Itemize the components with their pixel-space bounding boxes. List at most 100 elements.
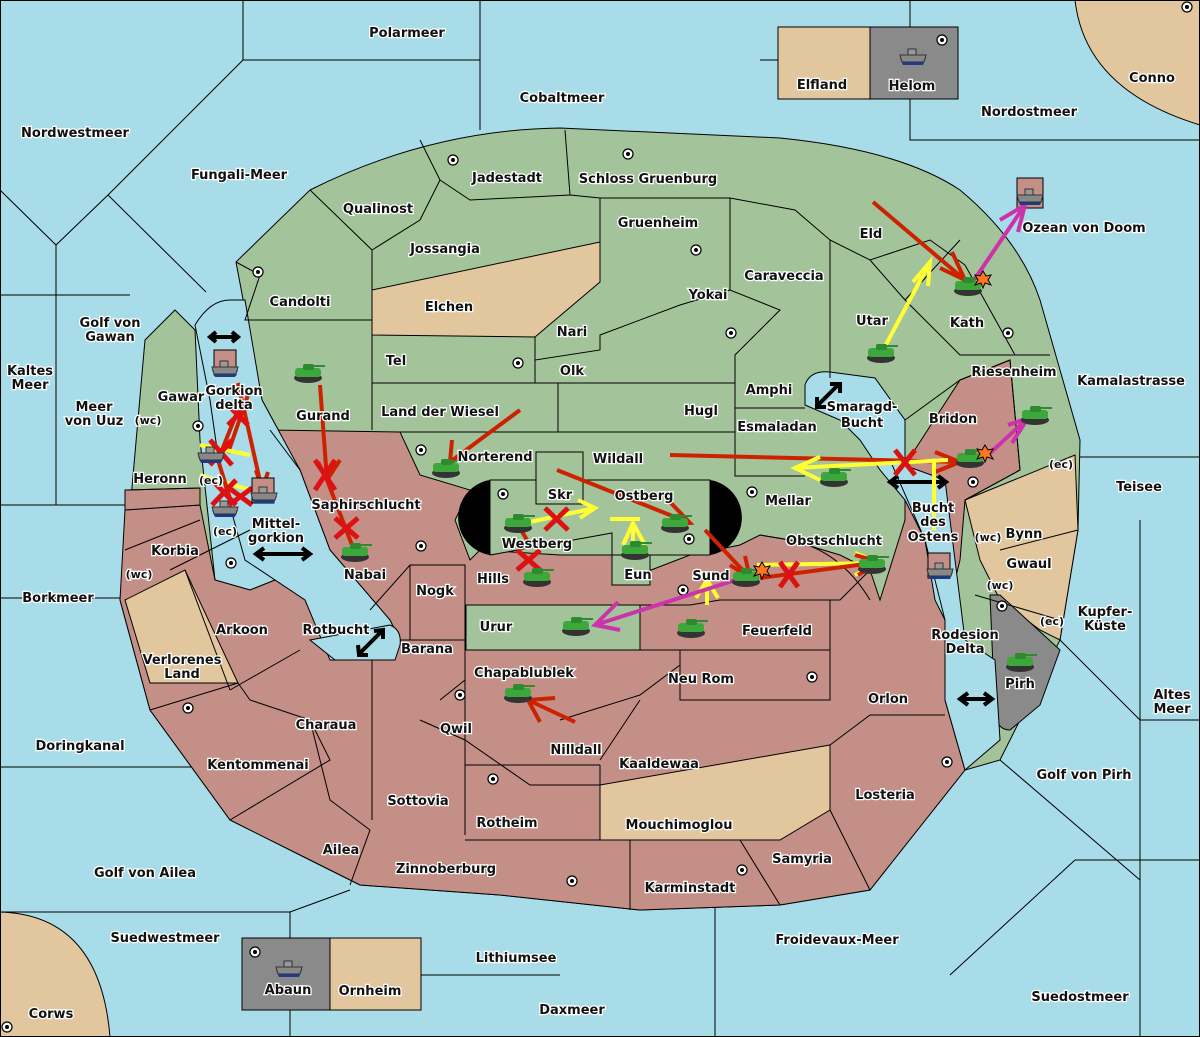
label-golfpirh: Golf von Pirh xyxy=(1036,768,1131,783)
label-ostberg: Ostberg xyxy=(615,489,674,504)
label-bynn-wc: (wc) xyxy=(975,531,1002,544)
label-nilldall: Nilldall xyxy=(550,743,601,758)
label-gawar-wc: (wc) xyxy=(135,414,162,427)
supply-center-icon xyxy=(447,154,459,166)
label-chapa: Chapablublek xyxy=(474,666,574,681)
label-borkmeer: Borkmeer xyxy=(22,591,94,606)
army-icon[interactable] xyxy=(562,617,593,636)
label-helom: Helom xyxy=(889,79,936,94)
label-kentom: Kentommenai xyxy=(207,758,308,773)
label-rotheim: Rotheim xyxy=(476,816,537,831)
label-rotbucht: Rotbucht xyxy=(303,623,370,638)
army-icon[interactable] xyxy=(867,344,898,363)
label-kamala: Kamalastrasse xyxy=(1077,374,1185,389)
label-mouchi: Mouchimoglou xyxy=(626,818,733,833)
sea-gorkion[interactable] xyxy=(194,299,401,661)
label-arkoon: Arkoon xyxy=(216,623,268,638)
label-daxmeer: Daxmeer xyxy=(539,1003,605,1018)
army-icon[interactable] xyxy=(294,364,325,383)
label-candolti: Candolti xyxy=(270,295,331,310)
label-smaragd1: Smaragd- xyxy=(827,400,898,415)
supply-center-icon xyxy=(941,756,953,768)
impassable-east xyxy=(710,480,742,555)
army-icon[interactable] xyxy=(1021,406,1052,425)
label-zinnober: Zinnoberburg xyxy=(396,862,496,877)
label-gorkion2: delta xyxy=(215,398,253,413)
label-caraveccia: Caraveccia xyxy=(744,269,823,284)
label-kaltes1: Kaltes xyxy=(7,364,53,379)
supply-center-icon xyxy=(725,327,737,339)
label-saphir: Saphirschlucht xyxy=(311,498,420,513)
army-icon[interactable] xyxy=(504,514,535,533)
supply-center-icon xyxy=(252,266,264,278)
label-hugl: Hugl xyxy=(684,404,718,419)
label-conno: Conno xyxy=(1129,71,1175,86)
label-suedwest: Suedwestmeer xyxy=(110,931,220,946)
label-golfgawan1: Golf von xyxy=(80,316,141,331)
supply-center-icon xyxy=(1181,1,1193,13)
label-nordostmeer: Nordostmeer xyxy=(981,105,1078,120)
supply-center-icon xyxy=(249,946,261,958)
label-elchen: Elchen xyxy=(425,300,473,315)
label-ailea: Ailea xyxy=(323,843,360,858)
army-icon[interactable] xyxy=(661,514,692,533)
territory-elchen[interactable] xyxy=(371,241,601,338)
army-icon[interactable] xyxy=(621,541,652,560)
fleet-icon[interactable] xyxy=(1016,188,1044,205)
army-icon[interactable] xyxy=(523,568,554,587)
fleet-icon[interactable] xyxy=(197,446,225,463)
fleet-icon[interactable] xyxy=(899,48,927,65)
label-schloss: Schloss Gruenburg xyxy=(579,172,717,187)
label-heronn-ec: (ec) xyxy=(199,474,223,487)
label-riesenheim-ec: (ec) xyxy=(1049,458,1073,471)
army-icon[interactable] xyxy=(732,568,763,587)
supply-center-icon xyxy=(487,773,499,785)
army-icon[interactable] xyxy=(858,555,889,574)
supply-center-icon xyxy=(622,148,634,160)
label-verloren2: Land xyxy=(164,667,200,682)
label-rodesion2: Delta xyxy=(945,642,984,657)
fleet-icon[interactable] xyxy=(926,562,954,579)
territory-ornheim[interactable] xyxy=(329,937,422,1011)
label-westberg: Westberg xyxy=(502,537,572,552)
fleet-icon[interactable] xyxy=(211,500,239,517)
army-icon[interactable] xyxy=(432,459,463,478)
label-sottovia: Sottovia xyxy=(387,794,448,809)
army-icon[interactable] xyxy=(1006,653,1037,672)
label-verloren1: Verlorenes xyxy=(142,653,221,668)
army-icon[interactable] xyxy=(341,543,372,562)
territory-bynn-gwaul[interactable] xyxy=(964,454,1079,641)
fleet-icon[interactable] xyxy=(250,486,278,503)
label-norterend: Norterend xyxy=(457,450,532,465)
label-sund: Sund xyxy=(692,569,729,584)
label-jadestadt: Jadestadt xyxy=(471,171,542,186)
sea-bucht-des-ostens[interactable] xyxy=(889,459,1001,771)
label-mittel1: Mittel- xyxy=(252,517,301,532)
supply-center-icon xyxy=(566,875,578,887)
label-barana: Barana xyxy=(401,642,453,657)
label-bucht3: Ostens xyxy=(908,530,959,545)
label-riesenheim: Riesenheim xyxy=(971,365,1056,380)
connection-arrows xyxy=(206,330,996,707)
label-gruenheim: Gruenheim xyxy=(618,216,698,231)
label-altes2: Meer xyxy=(1154,702,1192,717)
double-arrow-icon xyxy=(815,382,842,409)
fleet-icon[interactable] xyxy=(211,360,239,377)
double-arrow-icon xyxy=(252,546,314,562)
label-kupfer1: Kupfer- xyxy=(1078,605,1133,620)
army-icon[interactable] xyxy=(956,449,987,468)
territory-conno[interactable] xyxy=(1074,0,1200,126)
army-icon[interactable] xyxy=(504,684,535,703)
label-gwaul-wc: (wc) xyxy=(987,579,1014,592)
label-froide: Froidevaux-Meer xyxy=(775,933,899,948)
army-icon[interactable] xyxy=(677,619,708,638)
army-icon[interactable] xyxy=(954,277,985,296)
army-icon[interactable] xyxy=(820,468,851,487)
label-gwaul-ec: (ec) xyxy=(1040,615,1064,628)
double-arrow-icon xyxy=(356,627,385,657)
label-corws: Corws xyxy=(29,1007,74,1022)
fleet-icon[interactable] xyxy=(275,960,303,977)
label-olk: Olk xyxy=(560,364,585,379)
territory-corws[interactable] xyxy=(0,911,111,1037)
label-fungali: Fungali-Meer xyxy=(191,168,288,183)
